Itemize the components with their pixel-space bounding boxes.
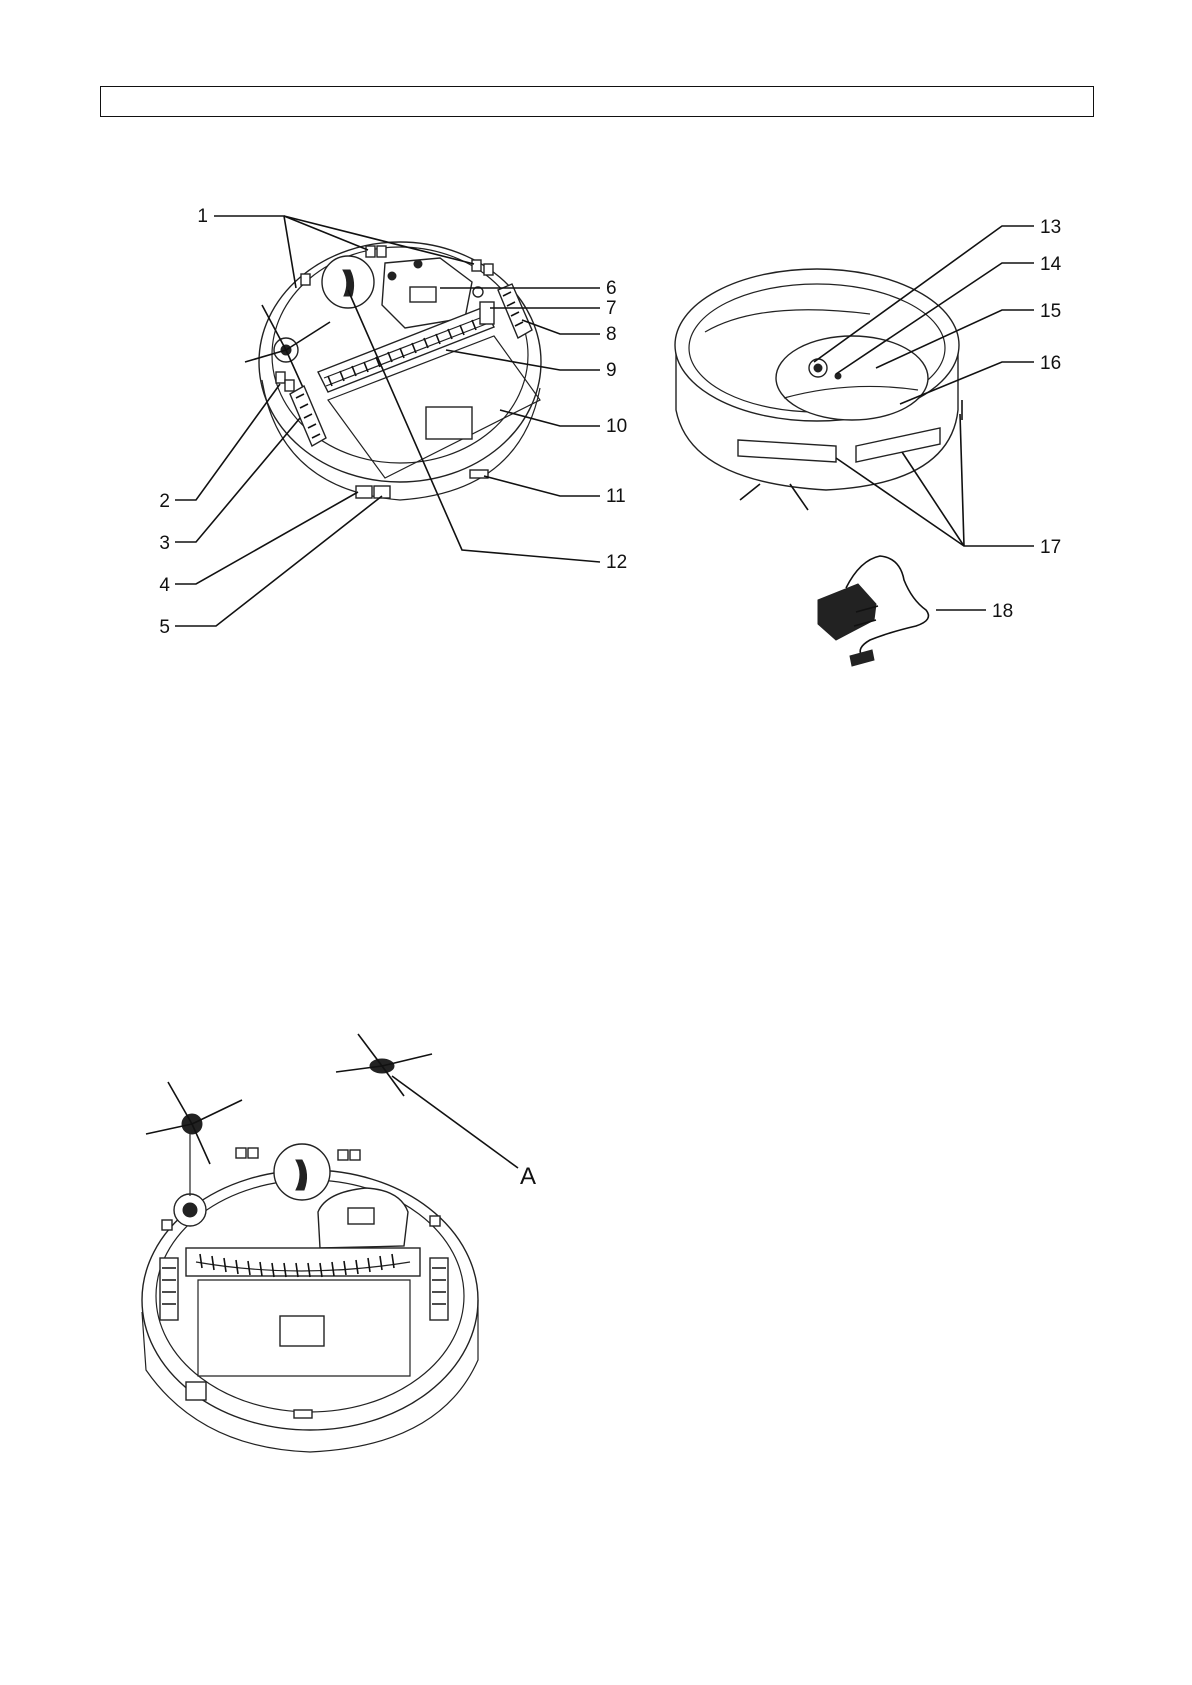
callout-11: 11 <box>606 486 626 507</box>
leader-11 <box>484 476 600 496</box>
callout-13: 13 <box>1040 217 1061 238</box>
leader-1b <box>284 216 368 250</box>
leader-5 <box>175 496 382 626</box>
battery-screw-2 <box>414 260 422 268</box>
callout-7: 7 <box>606 298 617 319</box>
leader-2 <box>175 384 280 500</box>
brush-latch <box>480 302 494 324</box>
loose-brush-left-bristle-4 <box>192 1124 210 1164</box>
callout-3: 3 <box>159 533 170 554</box>
callout-16: 16 <box>1040 353 1061 374</box>
callout-9: 9 <box>606 360 617 381</box>
adapter-plug <box>850 650 874 666</box>
install-cliff-sensor-2 <box>248 1148 258 1158</box>
callout-4: 4 <box>159 575 170 596</box>
install-dust-bin-label <box>280 1316 324 1346</box>
loose-brush-right-bristle-4 <box>382 1066 404 1096</box>
adapter-body <box>818 584 876 640</box>
loose-side-brush-right <box>336 1034 432 1096</box>
cliff-sensor-1b <box>377 246 386 257</box>
indicator-light <box>835 373 841 379</box>
loose-brush-left-bristle-1 <box>168 1082 192 1124</box>
leader-1a <box>214 216 296 288</box>
callout-8: 8 <box>606 324 617 345</box>
callout-18: 18 <box>992 601 1013 622</box>
control-panel <box>776 336 928 420</box>
callout-a: A <box>520 1163 536 1190</box>
cliff-sensor-4b <box>285 380 294 391</box>
battery-cover-window <box>410 287 436 302</box>
cliff-sensor-2b <box>484 264 493 275</box>
start-button-center <box>814 364 822 372</box>
loose-brush-left-bristle-2 <box>192 1100 242 1124</box>
callout-15: 15 <box>1040 301 1061 322</box>
install-charge-socket <box>294 1410 312 1418</box>
loose-side-brush-left <box>146 1082 242 1196</box>
callout-14: 14 <box>1040 254 1062 275</box>
cliff-sensor-4a <box>276 372 285 383</box>
callout-5: 5 <box>159 617 170 638</box>
robot-underside-view: 1 2 3 4 5 6 7 8 9 10 11 12 <box>159 206 627 638</box>
leader-4 <box>175 492 358 584</box>
install-cliff-sensor-3 <box>338 1150 348 1160</box>
leader-a <box>392 1076 518 1168</box>
install-cliff-sensor-5 <box>162 1220 172 1230</box>
callout-6: 6 <box>606 278 617 299</box>
install-battery-window <box>348 1208 374 1224</box>
install-main-brush-housing <box>186 1248 420 1276</box>
callout-17: 17 <box>1040 537 1061 558</box>
robot-top-view: 13 14 15 16 17 <box>675 217 1062 558</box>
callout-10: 10 <box>606 416 627 437</box>
install-brush-socket-center <box>183 1203 197 1217</box>
cliff-sensor-1a <box>366 246 375 257</box>
callout-12: 12 <box>606 552 627 573</box>
side-brush-installation-view: A <box>142 1034 536 1452</box>
power-adapter: 18 <box>818 556 1013 666</box>
install-cliff-sensor-4 <box>350 1150 360 1160</box>
callout-1: 1 <box>197 206 208 227</box>
leader-17b <box>902 452 964 546</box>
top-view-brush-bristle-1 <box>740 484 760 500</box>
install-cliff-sensor-6 <box>430 1216 440 1226</box>
cliff-sensor-3 <box>301 274 310 285</box>
dust-bin-label <box>426 407 472 439</box>
install-cliff-sensor-1 <box>236 1148 246 1158</box>
loose-brush-right-bristle-1 <box>358 1034 382 1066</box>
callout-2: 2 <box>159 491 170 512</box>
power-switch <box>356 486 372 498</box>
cliff-sensor-2a <box>472 260 481 271</box>
leader-17c <box>960 414 964 546</box>
install-power-switch <box>186 1382 206 1400</box>
battery-screw-1 <box>388 272 396 280</box>
